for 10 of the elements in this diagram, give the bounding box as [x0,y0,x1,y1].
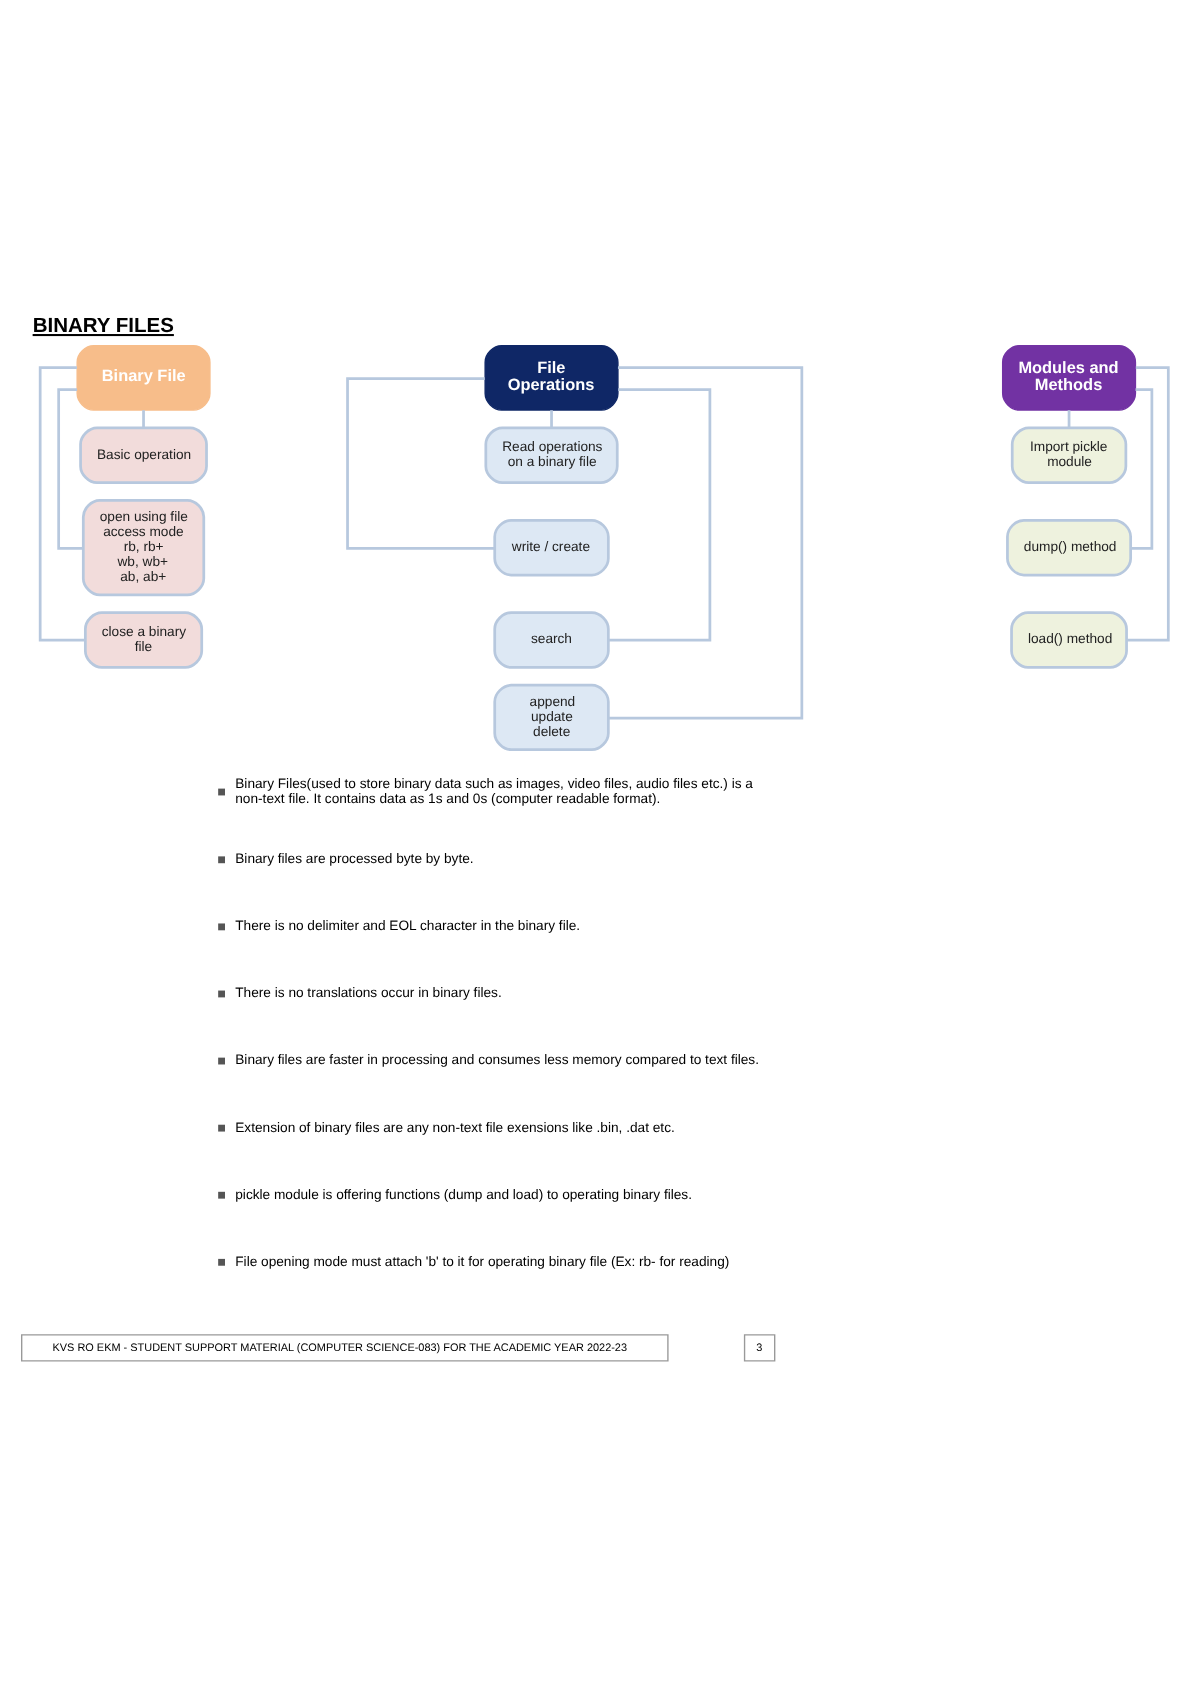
connector [142,410,145,428]
diagram-title: BINARY FILES [32,316,174,339]
connector [57,388,84,550]
connector [346,377,495,550]
connector [608,366,804,720]
connector [1130,388,1154,550]
connector [38,366,86,642]
connector [608,388,712,642]
connector [1126,366,1170,642]
connector [550,410,553,428]
